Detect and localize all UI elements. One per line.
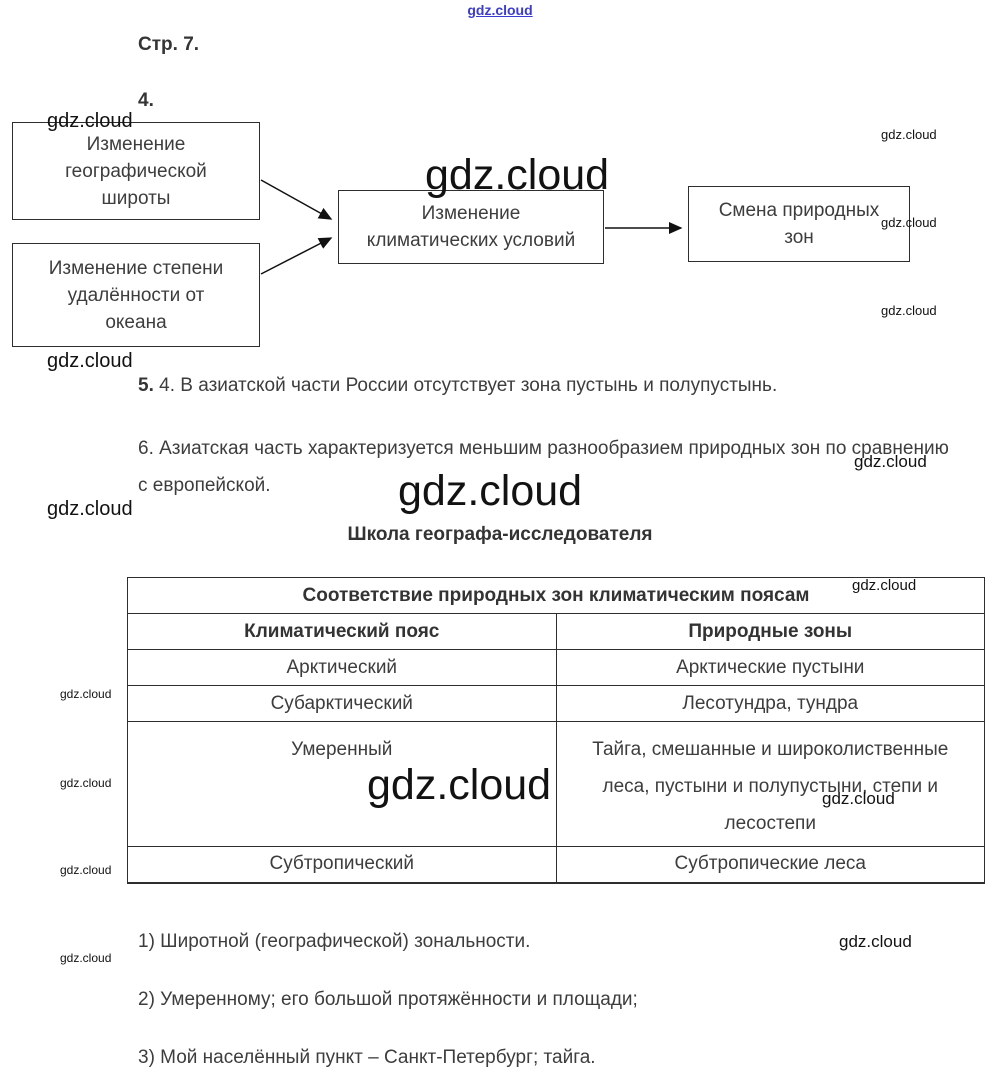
answer-item-5: 5. 4. В азиатской части России отсутству… [138, 375, 968, 397]
cell-zones: Лесотундра, тундра [555, 685, 985, 722]
answer-item-5-text: 4. В азиатской части России отсутствует … [159, 375, 778, 396]
watermark: gdz.cloud [881, 303, 937, 318]
answer-1: 1) Широтной (географической) зональности… [138, 931, 531, 952]
flowchart-box-zones: Смена природных зон [688, 186, 910, 262]
cell-zones: Субтропические леса [555, 846, 985, 884]
watermark: gdz.cloud [60, 863, 112, 877]
table-row: Умеренный Тайга, смешанные и широколиств… [127, 721, 985, 847]
table-header-belt: Климатический пояс [127, 613, 557, 650]
page-title: Стр. 7. [138, 34, 200, 55]
table-row: Арктический Арктические пустыни [127, 649, 985, 686]
site-watermark-link[interactable]: gdz.cloud [467, 2, 533, 18]
cell-belt: Умеренный [127, 721, 557, 847]
answer-item-5-number: 5. [138, 375, 154, 396]
table-title-row: Соответствие природных зон климатическим… [127, 577, 985, 614]
table-header-zones: Природные зоны [555, 613, 985, 650]
watermark: gdz.cloud [60, 687, 112, 701]
answer-2: 2) Умеренному; его большой протяжённости… [138, 989, 638, 1010]
watermark: gdz.cloud [47, 350, 133, 372]
answer-3: 3) Мой населённый пункт – Санкт-Петербур… [138, 1047, 596, 1068]
table-row: Субарктический Лесотундра, тундра [127, 685, 985, 722]
table-title: Соответствие природных зон климатическим… [127, 577, 985, 614]
table-row: Субтропический Субтропические леса [127, 846, 985, 884]
climate-zones-table: Соответствие природных зон климатическим… [127, 577, 985, 884]
cell-belt: Субтропический [127, 846, 557, 884]
cell-zones: Арктические пустыни [555, 649, 985, 686]
flowchart-box-latitude: Изменение географической широты [12, 122, 260, 220]
table-header-row: Климатический пояс Природные зоны [127, 613, 985, 650]
task4-label: 4. [138, 90, 154, 111]
cell-zones: Тайга, смешанные и широколиственные леса… [555, 721, 985, 847]
cell-belt: Арктический [127, 649, 557, 686]
flowchart-box-climate: Изменение климатических условий [338, 190, 604, 264]
flowchart-box-ocean-distance: Изменение степени удалённости от океана [12, 243, 260, 347]
watermark: gdz.cloud [60, 776, 112, 790]
answer-item-6: 6. Азиатская часть характеризуется меньш… [138, 438, 949, 496]
watermark: gdz.cloud [881, 127, 937, 142]
cell-belt: Субарктический [127, 685, 557, 722]
school-section-heading: Школа географа-исследователя [347, 524, 653, 545]
watermark: gdz.cloud [60, 951, 112, 965]
watermark: gdz.cloud [47, 498, 133, 520]
